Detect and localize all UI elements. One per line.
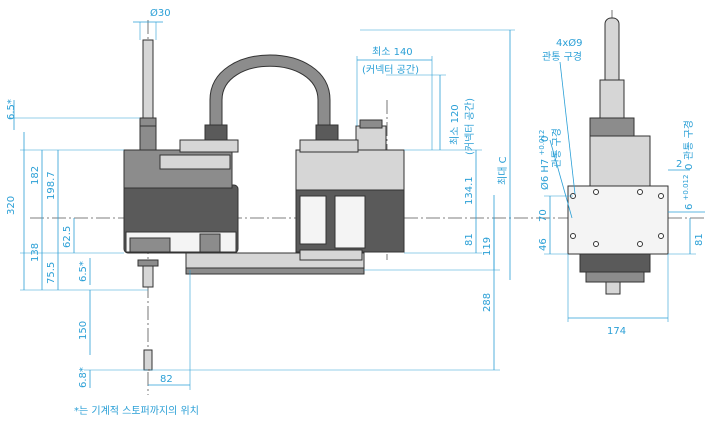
dim-connector-space-vertical: (커넥터 공간) <box>464 98 476 155</box>
dim-right-hole-main: 6 <box>684 204 695 210</box>
dim-pin-hole-label: 관통 구경 <box>550 128 563 168</box>
dim-150: 150 <box>78 321 89 340</box>
dim-pin-hole-main: Ø6 H7 <box>539 159 551 190</box>
footnote: *는 기계적 스토퍼까지의 위치 <box>74 404 199 417</box>
dim-right-hole: 6 +0.012 <box>682 175 695 210</box>
dim-pin-hole: Ø6 H7 +0.012 <box>538 130 551 190</box>
dim-min-140: 최소 140 <box>372 46 413 58</box>
dim-6-5-mid: 6.5* <box>78 261 89 282</box>
robot-front-view <box>567 17 669 295</box>
dim-70: 70 <box>538 209 549 222</box>
dim-62-5: 62.5 <box>62 226 73 248</box>
dim-6-8: 6.8* <box>78 367 89 388</box>
dim-138: 138 <box>30 243 41 262</box>
dim-320: 320 <box>6 196 17 215</box>
dim-174: 174 <box>607 326 626 337</box>
dim-2: 2 <box>676 159 682 170</box>
dim-pin-hole-tol-lower: 0 <box>540 136 551 142</box>
dim-46: 46 <box>538 238 549 251</box>
dim-max-c: 최대 C <box>497 156 509 185</box>
dim-81-mid: 81 <box>464 233 475 246</box>
robot-side-view <box>123 39 405 371</box>
dim-119: 119 <box>482 237 493 256</box>
dim-75-5: 75.5 <box>46 262 57 284</box>
dim-81-right: 81 <box>694 233 705 246</box>
dim-6-5-top: 6.5* <box>6 99 17 120</box>
dim-min-120: 최소 120 <box>449 104 461 145</box>
dimension-labels: Ø30 최소 140 (커넥터 공간) 최소 120 (커넥터 공간) 최대 C… <box>6 7 705 388</box>
dim-right-hole-tol-upper: +0.012 <box>682 175 690 201</box>
dim-82: 82 <box>160 374 173 385</box>
dim-134-1: 134.1 <box>464 176 475 205</box>
dim-pin-hole-tol-upper: +0.012 <box>538 130 546 156</box>
dim-182: 182 <box>30 166 41 185</box>
dim-shaft-diameter: Ø30 <box>150 7 171 19</box>
dim-right-hole-label: 관통 구경 <box>682 120 695 160</box>
dim-288: 288 <box>482 293 493 312</box>
dimension-lines <box>8 21 705 390</box>
dim-198-7: 198.7 <box>46 171 57 200</box>
dim-connector-space-horizontal: (커넥터 공간) <box>362 64 419 76</box>
dim-through-hole-top: 관통 구경 <box>542 50 582 63</box>
dim-right-hole-tol-lower: 0 <box>684 164 695 170</box>
dim-4x-holes: 4xØ9 <box>556 37 583 49</box>
